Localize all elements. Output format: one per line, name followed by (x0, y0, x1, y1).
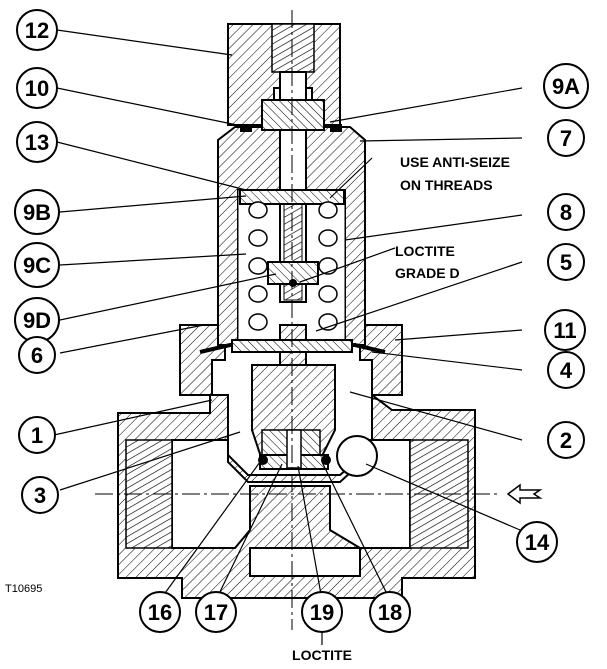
callout-3: 3 (21, 476, 59, 514)
svg-text:14: 14 (525, 530, 550, 555)
cap-thread (271, 23, 315, 73)
callout-18: 18 (369, 591, 411, 633)
callout-9d: 9D (14, 297, 60, 343)
callout-11: 11 (544, 309, 586, 351)
svg-text:18: 18 (378, 600, 402, 625)
callout-9a: 9A (543, 63, 589, 109)
svg-text:9D: 9D (23, 308, 51, 333)
callout-2: 2 (547, 421, 585, 459)
callout-10: 10 (16, 67, 58, 109)
callout-1: 1 (18, 416, 56, 454)
svg-text:6: 6 (31, 343, 43, 368)
callout-14: 14 (516, 521, 558, 563)
callout-12: 12 (16, 9, 58, 51)
callout-19: 19 (301, 591, 343, 633)
svg-text:8: 8 (560, 200, 572, 225)
pin-hole (289, 279, 297, 287)
svg-text:9B: 9B (23, 200, 51, 225)
callout-17: 17 (195, 591, 237, 633)
svg-text:5: 5 (560, 250, 572, 275)
svg-text:9A: 9A (552, 74, 580, 99)
svg-text:12: 12 (25, 18, 49, 43)
callout-6: 6 (18, 336, 56, 374)
o-ring-left (240, 124, 252, 132)
seat-o-ring-right (321, 455, 331, 465)
loctite-d-note-line2: GRADE D (395, 265, 460, 281)
callout-9b: 9B (14, 189, 60, 235)
svg-text:19: 19 (310, 600, 334, 625)
figure-id: T10695 (5, 583, 42, 595)
svg-text:16: 16 (148, 600, 172, 625)
lock-nut (261, 99, 325, 131)
svg-text:17: 17 (204, 600, 228, 625)
callout-9c: 9C (14, 242, 60, 288)
lower-passage (249, 547, 361, 577)
svg-text:10: 10 (25, 76, 49, 101)
callout-8: 8 (547, 193, 585, 231)
bonnet-nut (179, 324, 403, 396)
loctite-d-note-line1: LOCTITE (395, 243, 455, 259)
leader-lines (53, 29, 523, 645)
svg-text:4: 4 (560, 358, 573, 383)
poppet-screw (286, 429, 302, 469)
svg-text:1: 1 (31, 423, 43, 448)
callout-5: 5 (547, 243, 585, 281)
o-ring-right (330, 124, 342, 132)
loctite-bottom-note: LOCTITE (292, 647, 352, 663)
anti-seize-note-line1: USE ANTI-SEIZE (400, 154, 510, 170)
svg-text:9C: 9C (23, 253, 51, 278)
callout-13: 13 (16, 121, 58, 163)
callouts: 12 10 13 9B 9C 9D 6 1 3 16 17 19 18 14 2… (14, 9, 589, 633)
spring-coils (248, 201, 338, 331)
callout-16: 16 (139, 591, 181, 633)
check-ball (336, 435, 378, 477)
anti-seize-note-line2: ON THREADS (400, 177, 493, 193)
flow-arrow-icon (506, 483, 543, 505)
svg-text:13: 13 (25, 130, 49, 155)
callout-7: 7 (547, 119, 585, 157)
svg-text:3: 3 (34, 483, 46, 508)
svg-text:2: 2 (560, 428, 572, 453)
svg-text:7: 7 (560, 126, 572, 151)
callout-4: 4 (547, 351, 585, 389)
seat-o-ring-left (258, 455, 268, 465)
svg-text:11: 11 (553, 318, 576, 343)
